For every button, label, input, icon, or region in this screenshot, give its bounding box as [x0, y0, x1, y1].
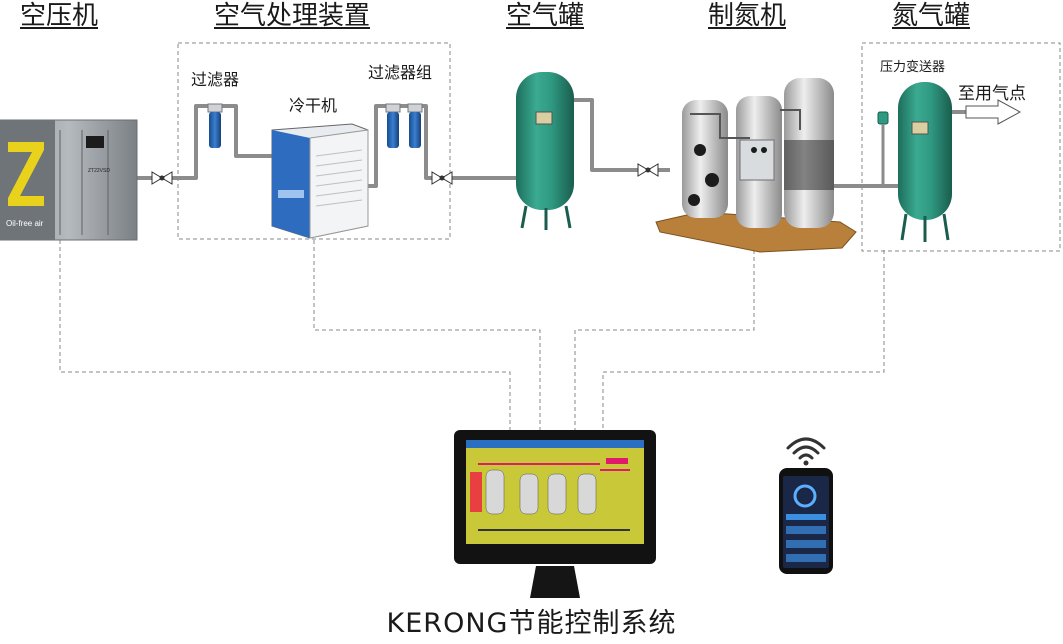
valve-1[interactable] [151, 171, 173, 185]
footer-system-name: KERONG节能控制系统 [386, 608, 677, 639]
header-air-tank: 空气罐 [506, 1, 585, 31]
wifi-icon [786, 437, 826, 460]
nitrogen-generator[interactable] [655, 78, 857, 253]
output-arrow-icon [965, 99, 1022, 125]
label-pressure-transmitter: 压力变送器 [880, 60, 946, 75]
pressure-transmitter[interactable] [877, 111, 889, 186]
compressor-logo-icon [8, 142, 44, 206]
air-treatment-boundary [177, 42, 451, 240]
air-tank[interactable] [516, 72, 574, 230]
nitrogen-tank-boundary [861, 42, 1061, 252]
filter-1[interactable] [207, 103, 223, 148]
label-dryer: 冷干机 [289, 96, 338, 115]
label-filter: 过滤器 [191, 70, 240, 89]
label-filter-group: 过滤器组 [368, 63, 433, 82]
header-air-treatment: 空气处理装置 [214, 1, 371, 31]
header-nitrogen-tank: 氮气罐 [892, 1, 971, 31]
air-compressor[interactable]: Oil-free air ZT22VSD [0, 119, 138, 241]
wifi-dot [803, 460, 809, 466]
mobile-app[interactable] [779, 468, 833, 574]
header-compressor: 空压机 [20, 1, 99, 31]
control-lines [59, 240, 885, 432]
filter-group[interactable] [385, 103, 423, 148]
header-nitrogen-generator: 制氮机 [708, 1, 787, 31]
label-to-point-of-use: 至用气点 [958, 84, 1026, 104]
nitrogen-tank[interactable] [898, 82, 966, 242]
control-monitor[interactable] [454, 430, 656, 598]
compressor-model-text: ZT22VSD [88, 168, 110, 174]
valve-3[interactable] [637, 163, 659, 177]
valve-2[interactable] [431, 171, 453, 185]
compressor-brand-text: Oil-free air [6, 219, 44, 228]
refrigerated-dryer[interactable] [271, 123, 369, 239]
